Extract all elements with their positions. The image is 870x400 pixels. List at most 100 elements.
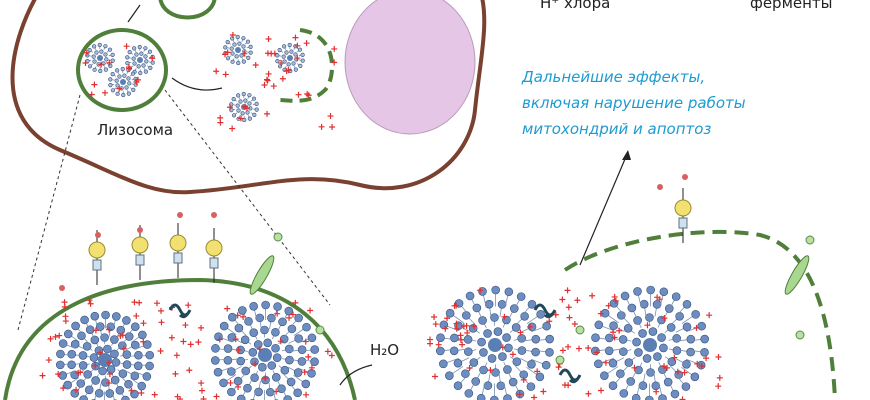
nanoparticle-bead: [126, 91, 131, 96]
nanoparticle-bead: [465, 291, 475, 301]
nanoparticle-bead: [238, 306, 247, 315]
nanoparticle-bead: [80, 315, 89, 325]
top-right-cut-label: ферменты: [750, 0, 833, 12]
nanoparticle-bead: [653, 352, 662, 361]
polymer-link: [94, 390, 98, 400]
proton-icon: [453, 325, 460, 332]
nanoparticle-bead: [122, 73, 127, 78]
nanoparticle-bead: [246, 55, 251, 61]
nanoparticle-bead: [137, 44, 142, 50]
nanoparticle-bead: [232, 42, 237, 47]
nanoparticle-bead: [234, 323, 244, 333]
effects-arrowhead: [622, 150, 631, 160]
proton-icon: [661, 363, 668, 370]
nanoparticle-bead: [634, 348, 643, 357]
proton-icon: [674, 368, 681, 375]
nanoparticle-bead: [267, 313, 276, 323]
proton-icon: [527, 323, 534, 330]
proton-icon: [198, 380, 205, 387]
nanoparticle-bead: [92, 67, 97, 72]
proton-icon: [241, 50, 248, 57]
proton-icon: [644, 322, 651, 329]
proton-pump-icon: [169, 234, 187, 252]
proton-icon: [303, 391, 310, 398]
nanoparticle-core: [235, 47, 241, 53]
chloride-ion: [657, 184, 663, 190]
nanoparticle-bead: [284, 306, 294, 316]
nanoparticle-bead: [250, 357, 259, 367]
nanoparticle-bead: [110, 52, 115, 57]
nanoparticle-bead: [223, 45, 228, 50]
proton-icon: [61, 303, 68, 310]
proton-icon: [136, 299, 143, 306]
nanoparticle-bead: [236, 394, 246, 400]
proton-icon: [73, 386, 80, 393]
chloride-ion: [211, 212, 217, 218]
proton-icon: [157, 347, 164, 354]
proton-icon: [292, 34, 299, 41]
nanoparticle-bead: [310, 357, 319, 366]
enzyme-icon: [533, 303, 557, 319]
nanoparticle-bead: [63, 329, 73, 339]
proton-icon: [172, 370, 179, 377]
nanoparticle-bead: [302, 322, 311, 332]
nanoparticle-bead: [503, 394, 512, 400]
nanoparticle-bead: [247, 93, 252, 98]
nanoparticle-bead: [671, 292, 681, 301]
nanoparticle-bead: [82, 342, 92, 351]
nanoparticle-bead: [476, 393, 486, 400]
nanoparticle-bead: [225, 56, 231, 61]
proton-icon: [653, 388, 660, 395]
nanoparticle-bead: [223, 355, 233, 365]
nanoparticle-bead: [511, 323, 521, 332]
proton-pump-icon: [88, 241, 106, 259]
nanoparticle-bead: [136, 64, 141, 69]
proton-icon: [82, 59, 89, 66]
nanoparticle-bead: [658, 394, 667, 400]
proton-icon: [331, 45, 338, 52]
proton-icon: [520, 376, 527, 383]
nanoparticle-bead: [97, 42, 102, 48]
proton-icon: [671, 354, 678, 361]
nanoparticle-bead: [627, 303, 637, 313]
nanoparticle-bead: [271, 327, 280, 337]
nanoparticle-bead: [125, 55, 130, 60]
nanoparticle-bead: [108, 77, 113, 82]
nanoparticle-bead: [638, 329, 647, 338]
nanoparticle-bead: [261, 300, 270, 310]
nanoparticle-bead: [648, 327, 658, 336]
nanoparticle-bead: [238, 99, 243, 104]
nanoparticle-bead: [255, 313, 265, 323]
proton-icon: [87, 300, 94, 307]
nanoparticle-bead: [591, 346, 600, 356]
pump-base-icon: [173, 252, 183, 264]
nanoparticle-core: [97, 55, 103, 61]
proton-icon: [39, 372, 46, 379]
nanoparticle-bead: [227, 387, 236, 397]
nanoparticle-bead: [690, 372, 700, 382]
nanoparticle-bead: [297, 345, 307, 355]
nanoparticle-bead: [498, 352, 507, 361]
proton-icon: [47, 335, 54, 342]
nanoparticle-bead: [265, 387, 275, 397]
nanoparticle-bead: [697, 321, 706, 331]
proton-icon: [566, 314, 573, 321]
nanoparticle-bead: [293, 368, 303, 377]
proton-icon: [444, 315, 451, 322]
proton-icon: [263, 76, 270, 83]
nanoparticle-bead: [237, 41, 242, 46]
nanoparticle-bead: [531, 334, 541, 344]
nanoparticle-bead: [520, 311, 529, 321]
enzyme-icon: [558, 368, 582, 384]
ion-particle: [273, 232, 283, 242]
nanoparticle-bead: [659, 343, 668, 353]
nanoparticle-bead: [493, 327, 503, 336]
nanoparticle-bead: [138, 70, 143, 76]
nanoparticle-bead: [79, 395, 88, 400]
nanoparticle-bead: [245, 110, 250, 115]
proton-icon: [198, 324, 205, 331]
nanoparticle-bead: [293, 52, 298, 57]
nanoparticle-bead: [143, 69, 148, 74]
nanoparticle-bead: [219, 378, 228, 388]
nanoparticle-bead: [249, 302, 258, 311]
